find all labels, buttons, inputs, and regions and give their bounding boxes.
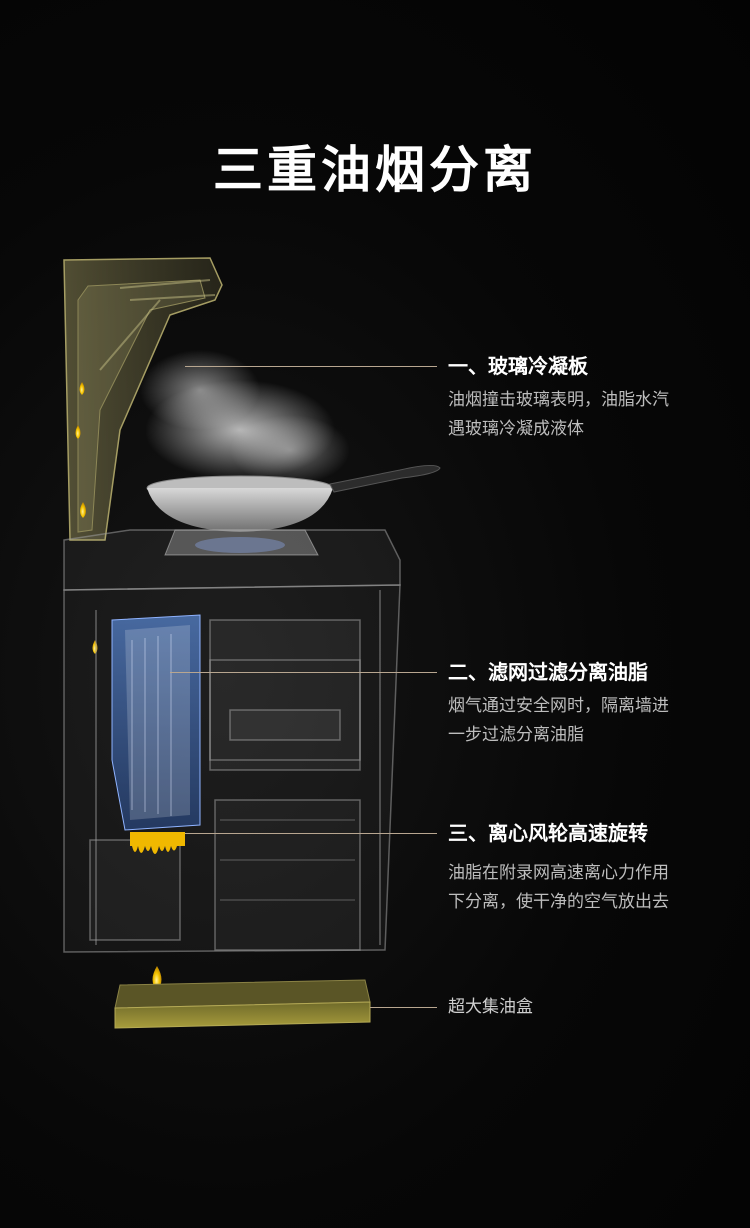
oil-drop-icon <box>75 425 81 439</box>
desc-line: 油烟撞击玻璃表明，油脂水汽 <box>448 390 669 410</box>
callout-oil-box: 超大集油盒 <box>448 994 738 1020</box>
callout-description: 烟气通过安全网时，隔离墙进 一步过滤分离油脂 <box>448 692 738 750</box>
page-title: 三重油烟分离 <box>213 141 537 199</box>
wok-pan <box>146 464 441 532</box>
centrifugal-fan-drip <box>130 832 185 854</box>
glass-condensing-panel <box>63 257 223 541</box>
callout-description: 油脂在附录网高速离心力作用 下分离，使干净的空气放出去 <box>448 859 738 917</box>
stove-cutaway-illustration <box>63 257 441 1029</box>
callout-filter-screen: 二、滤网过滤分离油脂 烟气通过安全网时，隔离墙进 一步过滤分离油脂 <box>448 658 738 750</box>
callout-heading: 三、离心风轮高速旋转 <box>448 821 648 845</box>
desc-line: 油脂在附录网高速离心力作用 <box>448 863 669 883</box>
leader-line-2 <box>170 672 437 673</box>
desc-line: 一步过滤分离油脂 <box>448 725 584 745</box>
desc-line: 遇玻璃冷凝成液体 <box>448 419 584 439</box>
oil-box-label: 超大集油盒 <box>448 997 533 1017</box>
cabinet-body <box>63 529 401 953</box>
callout-centrifugal-fan: 三、离心风轮高速旋转 油脂在附录网高速离心力作用 下分离，使干净的空气放出去 <box>448 819 738 917</box>
oil-drop-icon <box>79 382 85 395</box>
oil-collection-box <box>114 979 371 1029</box>
callout-glass-condensing-panel: 一、玻璃冷凝板 油烟撞击玻璃表明，油脂水汽 遇玻璃冷凝成液体 <box>448 352 738 444</box>
leader-line-1 <box>185 366 437 367</box>
filter-screen <box>111 614 201 831</box>
leader-line-4 <box>370 1007 437 1008</box>
leader-line-3 <box>185 833 437 834</box>
oil-drop-icon <box>80 502 86 518</box>
desc-line: 烟气通过安全网时，隔离墙进 <box>448 696 669 716</box>
callout-heading: 二、滤网过滤分离油脂 <box>448 660 648 684</box>
callout-heading: 一、玻璃冷凝板 <box>448 354 588 378</box>
steam-cloud <box>140 350 350 485</box>
desc-line: 下分离，使干净的空气放出去 <box>448 892 669 912</box>
callout-description: 油烟撞击玻璃表明，油脂水汽 遇玻璃冷凝成液体 <box>448 386 738 444</box>
